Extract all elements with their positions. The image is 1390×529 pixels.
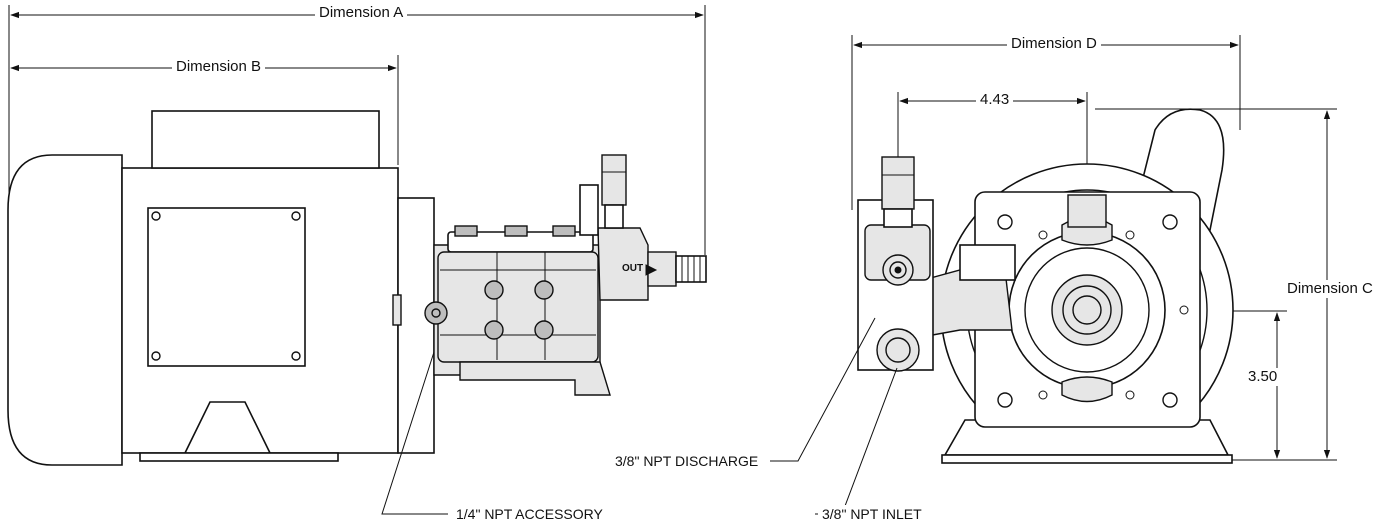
dimension-c-label: Dimension C <box>1283 280 1377 298</box>
discharge-port-center <box>894 266 902 274</box>
dimension-350-label: 3.50 <box>1244 368 1282 386</box>
valve-bolt <box>534 320 554 340</box>
pump-head <box>437 251 599 363</box>
inlet-port <box>876 328 920 372</box>
unloader-knob <box>601 154 627 206</box>
callout-accessory: 1/4" NPT ACCESSORY <box>452 505 607 523</box>
out-marking: OUT <box>622 263 644 274</box>
junction-box <box>151 110 380 169</box>
dimension-a-label: Dimension A <box>315 4 408 22</box>
flange-hole <box>1125 390 1135 400</box>
pump-shaft <box>1072 295 1102 325</box>
valve-bolt <box>484 280 504 300</box>
pump-plug <box>552 225 576 237</box>
pump-lower-housing <box>459 361 611 396</box>
plate-screw <box>151 211 161 221</box>
unloader-stem <box>604 204 624 229</box>
dimension-d-label: Dimension D <box>1007 35 1101 53</box>
side-view <box>7 5 707 515</box>
inlet-leader <box>815 367 898 515</box>
flange-bolt <box>1162 214 1178 230</box>
valve-bolt <box>484 320 504 340</box>
unloader-side <box>579 184 599 236</box>
pump-plug <box>504 225 528 237</box>
terminal-plate <box>147 207 306 367</box>
callout-discharge: 3/8" NPT DISCHARGE <box>611 452 763 470</box>
motor-base-front <box>941 454 1233 464</box>
callout-inlet: 3/8" NPT INLET <box>818 505 926 523</box>
unloader-knob-front <box>881 156 915 210</box>
pump-shaft-ring <box>1062 285 1112 335</box>
discharge-leader <box>770 317 876 462</box>
top-bracket <box>1067 194 1107 228</box>
motor-base-plate <box>139 452 339 462</box>
discharge-port-bore <box>889 261 907 279</box>
unloader-stem-front <box>883 208 913 228</box>
flange-bolt <box>997 214 1013 230</box>
valve-bolt <box>534 280 554 300</box>
accessory-leader <box>381 351 448 515</box>
front-view <box>770 35 1337 515</box>
flange-hole <box>1179 305 1189 315</box>
flange-bolt <box>997 392 1013 408</box>
plate-screw <box>291 211 301 221</box>
outlet-thread <box>675 255 707 283</box>
dimension-b-label: Dimension B <box>172 58 266 76</box>
flange-bolt <box>1162 392 1178 408</box>
plate-screw <box>291 351 301 361</box>
dimension-443-label: 4.43 <box>976 91 1014 109</box>
accessory-port <box>424 301 448 325</box>
flange-hole <box>1038 390 1048 400</box>
bottom-grip <box>1061 376 1113 403</box>
plate-screw <box>151 351 161 361</box>
motor-fan-cover <box>7 154 123 466</box>
out-arrow-icon <box>645 264 658 276</box>
pump-shaft-boss <box>1051 274 1123 346</box>
flange-hole <box>1125 230 1135 240</box>
flange-hole <box>1038 230 1048 240</box>
inlet-port-bore <box>885 337 911 363</box>
arm-block <box>959 244 1016 281</box>
pump-housing-inner <box>1024 247 1150 373</box>
pump-plug <box>454 225 478 237</box>
motor-flange <box>397 197 435 454</box>
flange-tab <box>392 294 402 326</box>
accessory-port-bore <box>431 308 441 318</box>
